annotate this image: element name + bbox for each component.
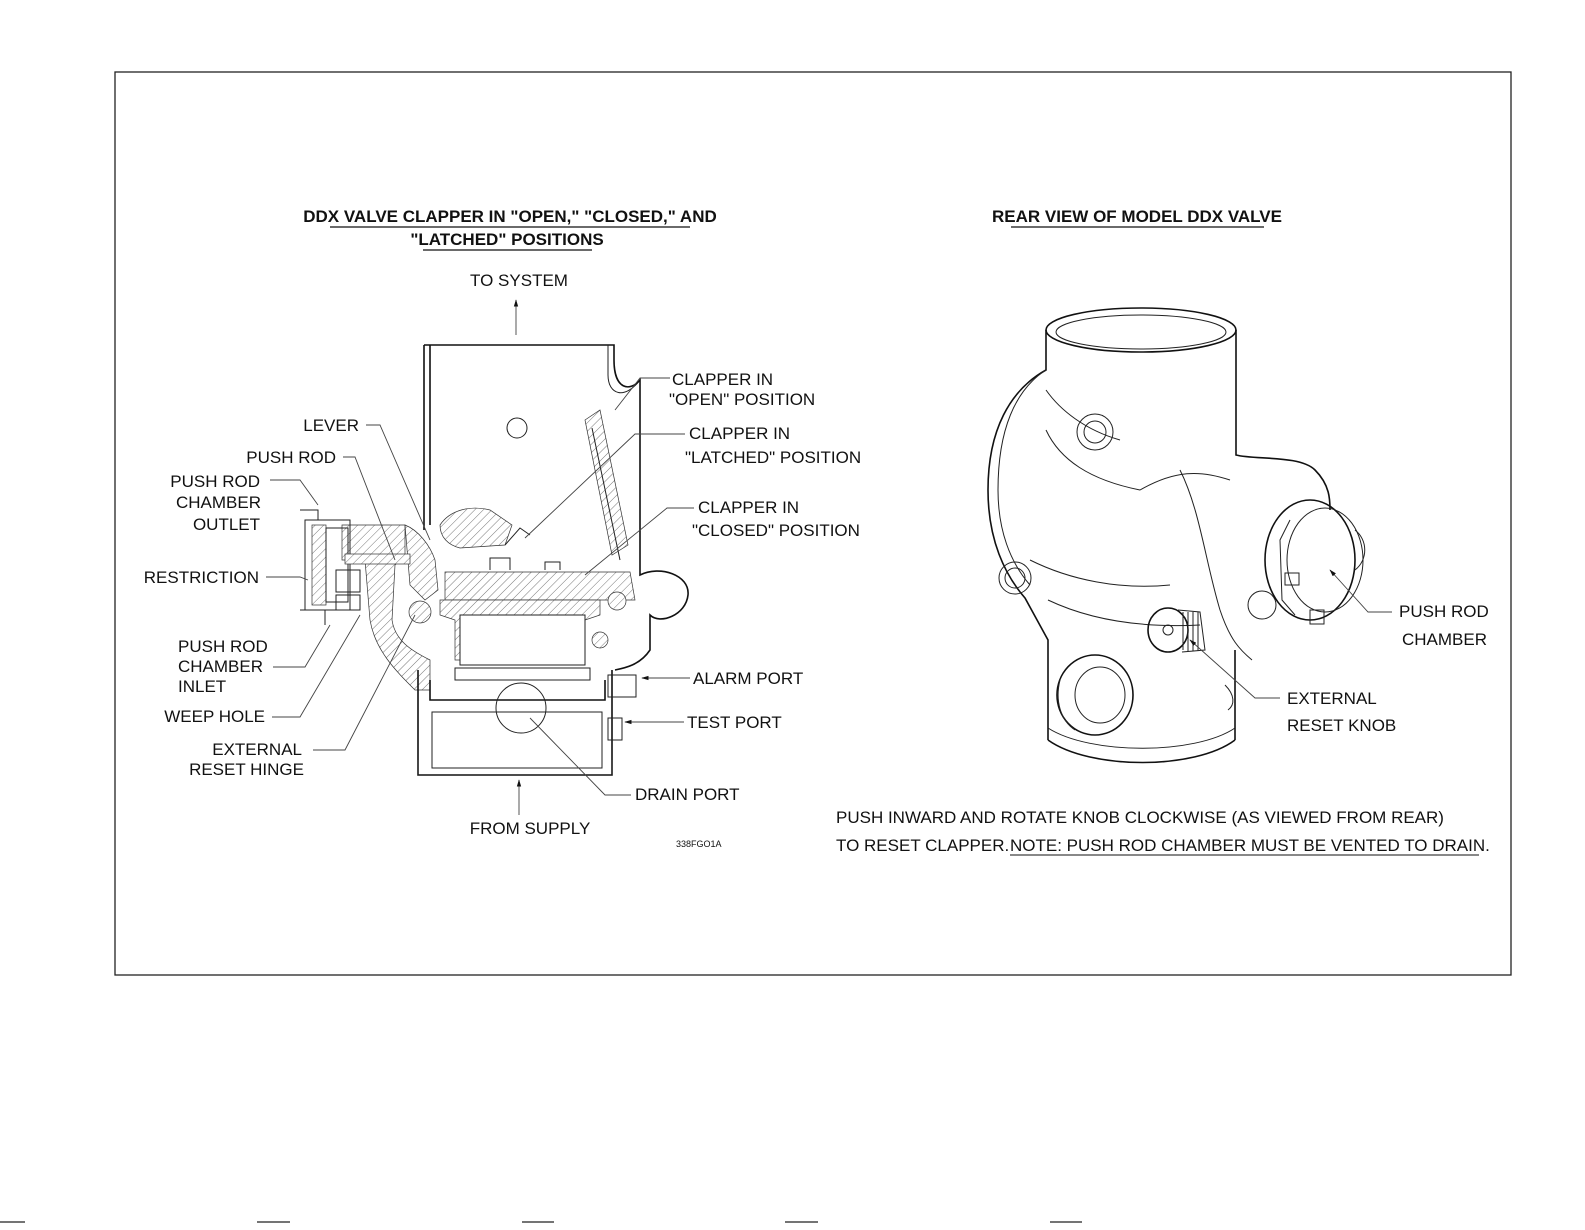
from-supply-label: FROM SUPPLY bbox=[470, 819, 591, 838]
right-panel: REAR VIEW OF MODEL DDX VALVE bbox=[836, 207, 1490, 856]
push-rod-chamber-inlet-label-2: CHAMBER bbox=[178, 657, 263, 676]
to-system-label: TO SYSTEM bbox=[470, 271, 568, 290]
drawing-code: 338FGO1A bbox=[676, 839, 722, 849]
test-port-label: TEST PORT bbox=[687, 713, 782, 732]
clapper-open-label-1: CLAPPER IN bbox=[672, 370, 773, 389]
left-title-line1: DDX VALVE CLAPPER IN "OPEN," "CLOSED," A… bbox=[303, 207, 717, 226]
push-rod-chamber-outlet-label-1: PUSH ROD bbox=[170, 472, 260, 491]
valve-section-drawing bbox=[300, 344, 689, 776]
right-leader-lines bbox=[1189, 569, 1392, 699]
left-panel: DDX VALVE CLAPPER IN "OPEN," "CLOSED," A… bbox=[144, 207, 861, 849]
lever-label: LEVER bbox=[303, 416, 359, 435]
external-reset-hinge-label-2: RESET HINGE bbox=[189, 760, 304, 779]
push-rod-chamber-inlet-label-1: PUSH ROD bbox=[178, 637, 268, 656]
right-title: REAR VIEW OF MODEL DDX VALVE bbox=[992, 207, 1282, 226]
rear-view-drawing bbox=[987, 307, 1366, 764]
push-rod-chamber-label-2: CHAMBER bbox=[1402, 630, 1487, 649]
external-reset-knob-label-2: RESET KNOB bbox=[1287, 716, 1396, 735]
instruction-line1: PUSH INWARD AND ROTATE KNOB CLOCKWISE (A… bbox=[836, 808, 1444, 827]
figure-border bbox=[114, 71, 1512, 976]
push-rod-chamber-outlet-label-3: OUTLET bbox=[193, 515, 260, 534]
push-rod-chamber-inlet-label-3: INLET bbox=[178, 677, 226, 696]
instruction-line2: TO RESET CLAPPER. bbox=[836, 836, 1009, 855]
restriction-label: RESTRICTION bbox=[144, 568, 259, 587]
clapper-latched-label-1: CLAPPER IN bbox=[689, 424, 790, 443]
clapper-closed-label-1: CLAPPER IN bbox=[698, 498, 799, 517]
weep-hole-label: WEEP HOLE bbox=[164, 707, 265, 726]
alarm-port-label: ALARM PORT bbox=[693, 669, 803, 688]
push-rod-chamber-label-1: PUSH ROD bbox=[1399, 602, 1489, 621]
clapper-open-label-2: "OPEN" POSITION bbox=[669, 390, 815, 409]
push-rod-label: PUSH ROD bbox=[246, 448, 336, 467]
clapper-latched-label-2: "LATCHED" POSITION bbox=[685, 448, 861, 467]
instruction-note: NOTE: PUSH ROD CHAMBER MUST BE VENTED TO… bbox=[1010, 836, 1490, 855]
external-reset-hinge-label-1: EXTERNAL bbox=[212, 740, 302, 759]
push-rod-chamber-outlet-label-2: CHAMBER bbox=[176, 493, 261, 512]
clapper-closed-label-2: "CLOSED" POSITION bbox=[692, 521, 860, 540]
left-title-line2: "LATCHED" POSITIONS bbox=[410, 230, 603, 249]
left-leader-lines bbox=[266, 377, 694, 796]
external-reset-knob-label-1: EXTERNAL bbox=[1287, 689, 1377, 708]
drain-port-label: DRAIN PORT bbox=[635, 785, 740, 804]
